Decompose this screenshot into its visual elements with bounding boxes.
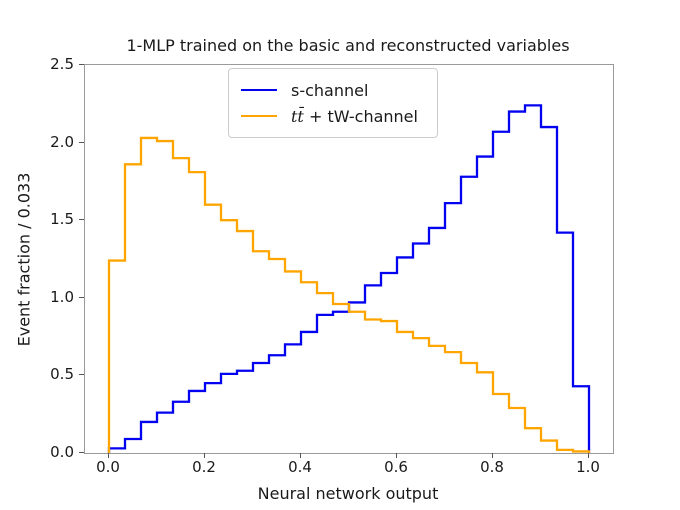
- y-tick-mark: [79, 452, 84, 453]
- x-tick-label: 0.0: [96, 458, 120, 476]
- x-tick-mark: [204, 453, 205, 458]
- y-tick-label: 2.5: [50, 55, 74, 73]
- y-tick-mark: [79, 374, 84, 376]
- series-1-step-line: [107, 136, 591, 453]
- legend-line-sample: [241, 89, 277, 91]
- x-tick-label: 0.6: [384, 458, 408, 476]
- y-tick-label: 1.0: [50, 287, 74, 306]
- legend-entry: s-channel: [241, 77, 427, 103]
- y-tick-label: 1.5: [50, 210, 74, 229]
- x-tick-mark: [588, 453, 589, 458]
- y-tick-label: 0.0: [50, 443, 74, 461]
- x-axis-label: Neural network output: [257, 484, 439, 503]
- y-tick-mark: [79, 64, 84, 65]
- legend: s-channel tt̄ + tW-channel: [228, 68, 438, 138]
- legend-label: s-channel: [291, 80, 369, 100]
- x-tick-label: 0.8: [480, 458, 504, 476]
- y-tick-mark: [79, 141, 84, 143]
- y-tick-label: 2.0: [50, 132, 74, 151]
- histogram-svg: [107, 104, 591, 453]
- x-tick-label: 1.0: [576, 458, 600, 476]
- legend-entry: tt̄ + tW-channel: [241, 103, 427, 129]
- x-tick-label: 0.4: [288, 458, 312, 476]
- chart-title: 1-MLP trained on the basic and reconstru…: [126, 36, 570, 55]
- legend-label: tt̄ + tW-channel: [291, 106, 418, 126]
- x-tick-mark: [300, 453, 301, 458]
- y-tick-mark: [79, 219, 84, 221]
- y-tick-label: 0.5: [50, 365, 74, 384]
- x-tick-label: 0.2: [192, 458, 216, 476]
- legend-line-sample: [241, 115, 277, 117]
- x-tick-mark: [108, 453, 109, 458]
- x-tick-mark: [492, 453, 493, 458]
- x-tick-mark: [396, 453, 397, 458]
- y-tick-mark: [79, 296, 84, 298]
- y-axis-label: Event fraction / 0.033: [14, 172, 34, 347]
